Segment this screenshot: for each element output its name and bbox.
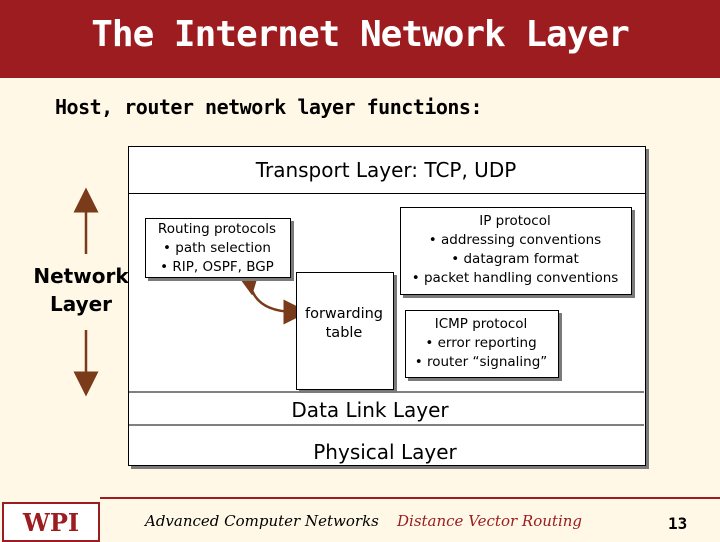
icmp-protocol-text: ICMP protocol • error reporting • router… bbox=[405, 315, 557, 372]
network-layer-label: Network Layer bbox=[33, 264, 129, 316]
ip-protocol-box bbox=[400, 207, 632, 295]
forwarding-table-box bbox=[296, 272, 394, 390]
routing-line-3: • RIP, OSPF, BGP bbox=[160, 259, 274, 275]
ip-line-4: • packet handling conventions bbox=[411, 270, 619, 286]
routing-line-1: Routing protocols bbox=[157, 221, 277, 237]
footer-rule bbox=[100, 497, 720, 499]
routing-to-forwarding-arrow bbox=[235, 268, 309, 325]
ip-line-2: • addressing conventions bbox=[428, 232, 602, 248]
title-bar bbox=[0, 0, 720, 78]
forwarding-line-2: table bbox=[325, 325, 363, 341]
ip-line-3: • datagram format bbox=[451, 251, 579, 267]
icmp-line-1: ICMP protocol bbox=[434, 316, 528, 332]
slide-subtitle: Host, router network layer functions: bbox=[55, 95, 483, 119]
footer-topic: Distance Vector Routing bbox=[397, 512, 583, 530]
transport-layer-box bbox=[128, 146, 646, 194]
forwarding-line-1: forwarding bbox=[304, 306, 383, 322]
physical-layer-label: Physical Layer bbox=[313, 440, 457, 464]
footer-course-title: Advanced Computer Networks bbox=[145, 512, 379, 530]
icmp-protocol-box bbox=[405, 310, 559, 378]
icmp-line-2: • error reporting bbox=[425, 335, 537, 351]
slide-title: The Internet Network Layer bbox=[91, 14, 630, 55]
data-link-layer-label: Data Link Layer bbox=[291, 398, 449, 422]
page-number: 13 bbox=[668, 514, 688, 533]
wpi-logo: WPI bbox=[2, 502, 100, 542]
forwarding-table-text: forwarding table bbox=[296, 305, 392, 343]
ip-protocol-text: IP protocol • addressing conventions • d… bbox=[400, 212, 630, 288]
transport-layer-label: Transport Layer: TCP, UDP bbox=[255, 158, 517, 182]
layer-stack-frame bbox=[128, 146, 646, 466]
icmp-line-3: • router “signaling” bbox=[414, 354, 548, 370]
routing-line-2: • path selection bbox=[163, 240, 271, 256]
routing-protocols-box bbox=[145, 218, 291, 278]
routing-protocols-text: Routing protocols • path selection • RIP… bbox=[145, 220, 289, 277]
ip-line-1: IP protocol bbox=[479, 213, 551, 229]
